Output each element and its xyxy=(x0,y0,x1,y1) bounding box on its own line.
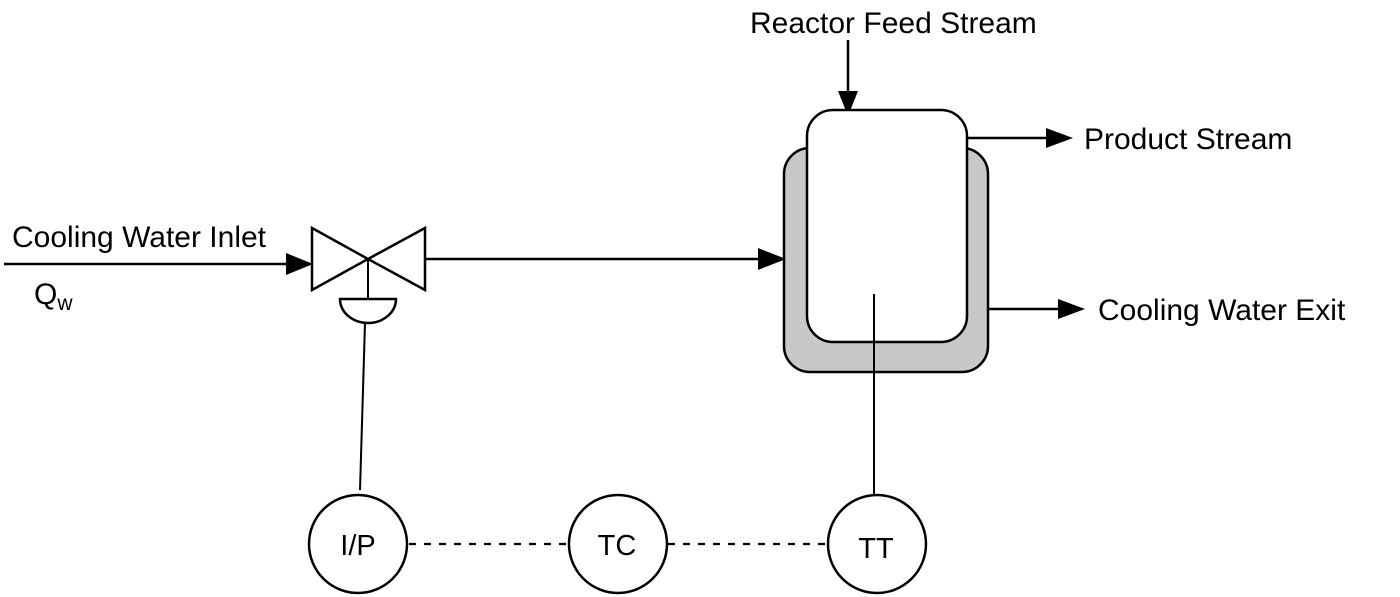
valve-to-jacket-arrowhead xyxy=(758,248,786,270)
reactor-feed-arrowhead xyxy=(838,91,858,116)
product-stream-label: Product Stream xyxy=(1084,123,1292,156)
flow-rate-label: Qw xyxy=(34,278,73,315)
reactor-vessel xyxy=(805,108,969,344)
temperature-controller-label: TC xyxy=(598,530,637,562)
flow-rate-symbol: Q xyxy=(34,278,57,311)
temperature-transmitter-circle xyxy=(826,493,928,595)
control-valve-right xyxy=(365,225,427,293)
cooling-water-exit-arrowhead xyxy=(1058,299,1085,319)
ip-transducer-label: I/P xyxy=(340,530,375,562)
flow-rate-subscript: w xyxy=(56,292,73,315)
ip-transducer-circle xyxy=(307,493,409,595)
control-valve-left xyxy=(310,225,371,293)
cooling-water-inlet-label: Cooling Water Inlet xyxy=(12,221,267,254)
temperature-transmitter-label: TT xyxy=(858,533,894,565)
actuator-signal-line xyxy=(359,322,366,491)
reactor-feed-label: Reactor Feed Stream xyxy=(750,7,1037,40)
temperature-controller-circle xyxy=(567,493,669,595)
cooling-water-inlet-arrowhead xyxy=(286,253,313,275)
cooling-water-exit-label: Cooling Water Exit xyxy=(1098,294,1346,327)
product-stream-arrowhead xyxy=(1046,128,1073,148)
valve-actuator xyxy=(338,297,398,325)
